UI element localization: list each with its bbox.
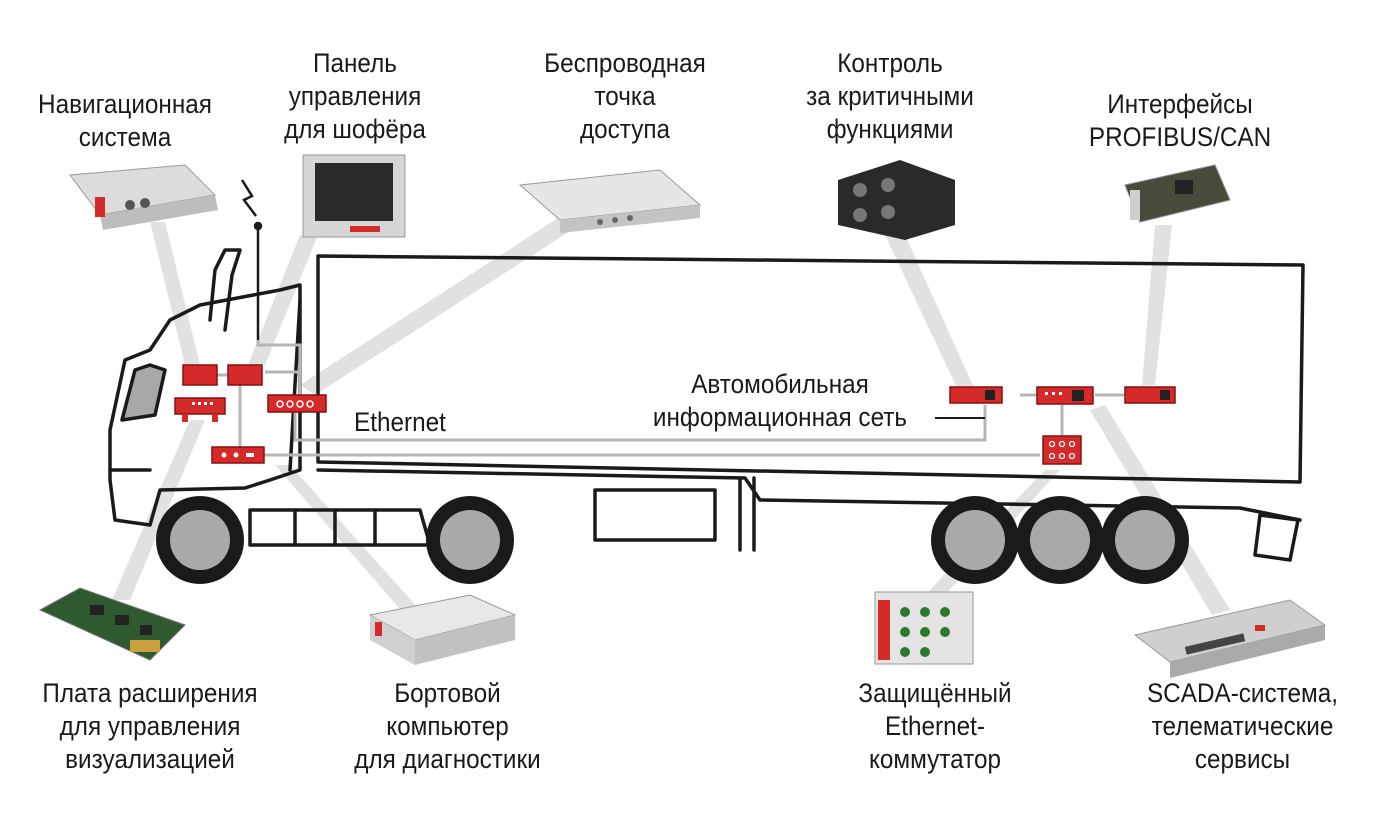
label-critical-control: Контроль за критичными функциями	[806, 48, 974, 144]
module-expansion-board	[174, 397, 226, 422]
label-onboard-computer: Бортовой компьютер для диагностики	[354, 678, 541, 774]
label-expansion-board: Плата расширения для управления визуализ…	[42, 678, 258, 774]
cab-window	[120, 363, 167, 422]
label-scada: SCADA-система, телематические сервисы	[1146, 678, 1339, 774]
wheel-trailer-3	[1101, 496, 1189, 584]
wheel-front	[156, 496, 244, 584]
module-onboard-computer	[211, 446, 265, 464]
beam-driver-panel	[248, 235, 318, 365]
device-critical-control-icon	[838, 160, 955, 240]
beam-onboard-computer	[275, 465, 420, 615]
trailer-lower	[316, 468, 1302, 522]
device-scada-icon	[1133, 599, 1327, 678]
beam-critical-control	[885, 235, 975, 390]
trailer-box	[316, 254, 1305, 484]
network-wires	[215, 340, 1125, 457]
module-navigation	[182, 364, 218, 386]
device-ethernet-switch-icon	[874, 591, 974, 665]
truck-outline	[108, 248, 1305, 562]
module-critical-control	[949, 386, 1003, 404]
module-wireless-ap	[267, 394, 327, 413]
device-wireless-ap-icon	[518, 169, 702, 233]
beam-fieldbus	[1142, 225, 1172, 385]
beam-navigation	[150, 222, 200, 365]
label-fieldbus: Интерфейсы PROFIBUS/CAN	[1088, 89, 1272, 152]
wheel-trailer-2	[1016, 496, 1104, 584]
wheels	[156, 496, 1189, 584]
device-navigation-icon	[69, 164, 218, 230]
trailer-mudflap	[1253, 513, 1300, 562]
device-onboard-computer-icon	[368, 594, 517, 665]
beam-wireless-ap	[300, 205, 595, 395]
label-navigation: Навигационная система	[38, 89, 212, 152]
cab-roof	[208, 248, 242, 332]
label-wireless-ap: Беспроводная точка доступа	[544, 48, 706, 144]
device-expansion-board-icon	[38, 587, 186, 661]
antenna-icon	[240, 179, 263, 345]
label-vehicle-network: Автомобильная информационная сеть	[652, 369, 908, 432]
label-ethernet-switch: Защищённый Ethernet- коммутатор	[858, 678, 1012, 774]
label-ethernet: Ethernet	[354, 407, 446, 437]
beam-expansion-board	[112, 420, 205, 600]
trailer-toolbox	[593, 488, 717, 542]
module-driver-panel	[227, 364, 263, 386]
cab-body	[108, 283, 302, 527]
device-fieldbus-icon	[1124, 164, 1231, 223]
wheel-trailer-1	[931, 496, 1019, 584]
network-modules	[174, 364, 1176, 465]
device-driver-panel-icon	[302, 154, 406, 238]
module-ethernet-switch	[1042, 435, 1082, 465]
wheel-drive	[426, 496, 514, 584]
module-fieldbus	[1124, 386, 1176, 404]
label-driver-panel: Панель управления для шофёра	[284, 48, 426, 144]
callout-beams	[112, 205, 1230, 615]
module-core	[1036, 386, 1094, 405]
